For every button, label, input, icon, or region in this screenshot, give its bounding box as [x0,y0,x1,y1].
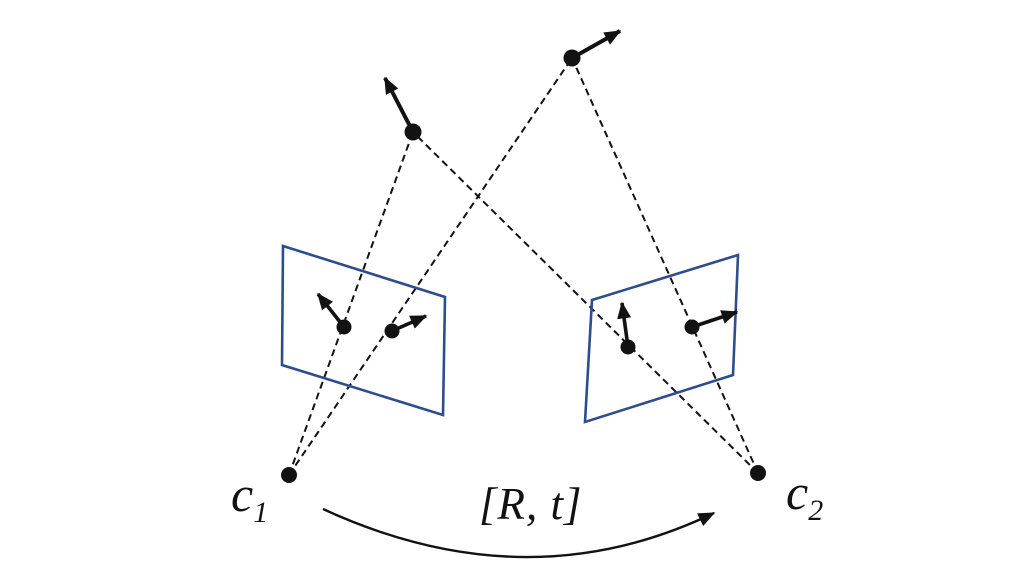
projection-ray [571,57,759,474]
camera2-label: c2 [786,464,823,526]
image-point-dot [384,323,400,339]
camera2-label-subscript: 2 [808,494,824,527]
world-point-direction-arrow [383,76,415,133]
world-point-direction-arrow [571,29,622,60]
image-point-dot [684,319,700,335]
projection-ray [288,131,414,476]
points-group [281,29,766,483]
image-point-dot [620,339,636,355]
camera1-label: c1 [231,466,268,528]
relative-pose-group [322,507,716,559]
relative-pose-label: [R, t] [479,479,583,529]
camera2-label-base: c [786,464,809,520]
image-plane [280,244,447,417]
camera-center-dot-c1 [281,467,297,483]
projection-rays-group [288,57,759,476]
projection-ray [288,57,573,476]
image-plane [583,253,740,424]
image-point-dot [336,319,352,335]
camera-center-dot-c2 [750,465,766,481]
projection-ray [412,131,759,474]
camera1-label-subscript: 1 [253,496,269,529]
world-point-dot [563,49,581,67]
camera1-label-base: c [231,466,254,522]
image-planes-group [280,244,740,424]
world-point-dot [404,123,422,141]
image-point-direction-arrow [691,310,739,329]
relative-pose-arrow [322,507,716,559]
